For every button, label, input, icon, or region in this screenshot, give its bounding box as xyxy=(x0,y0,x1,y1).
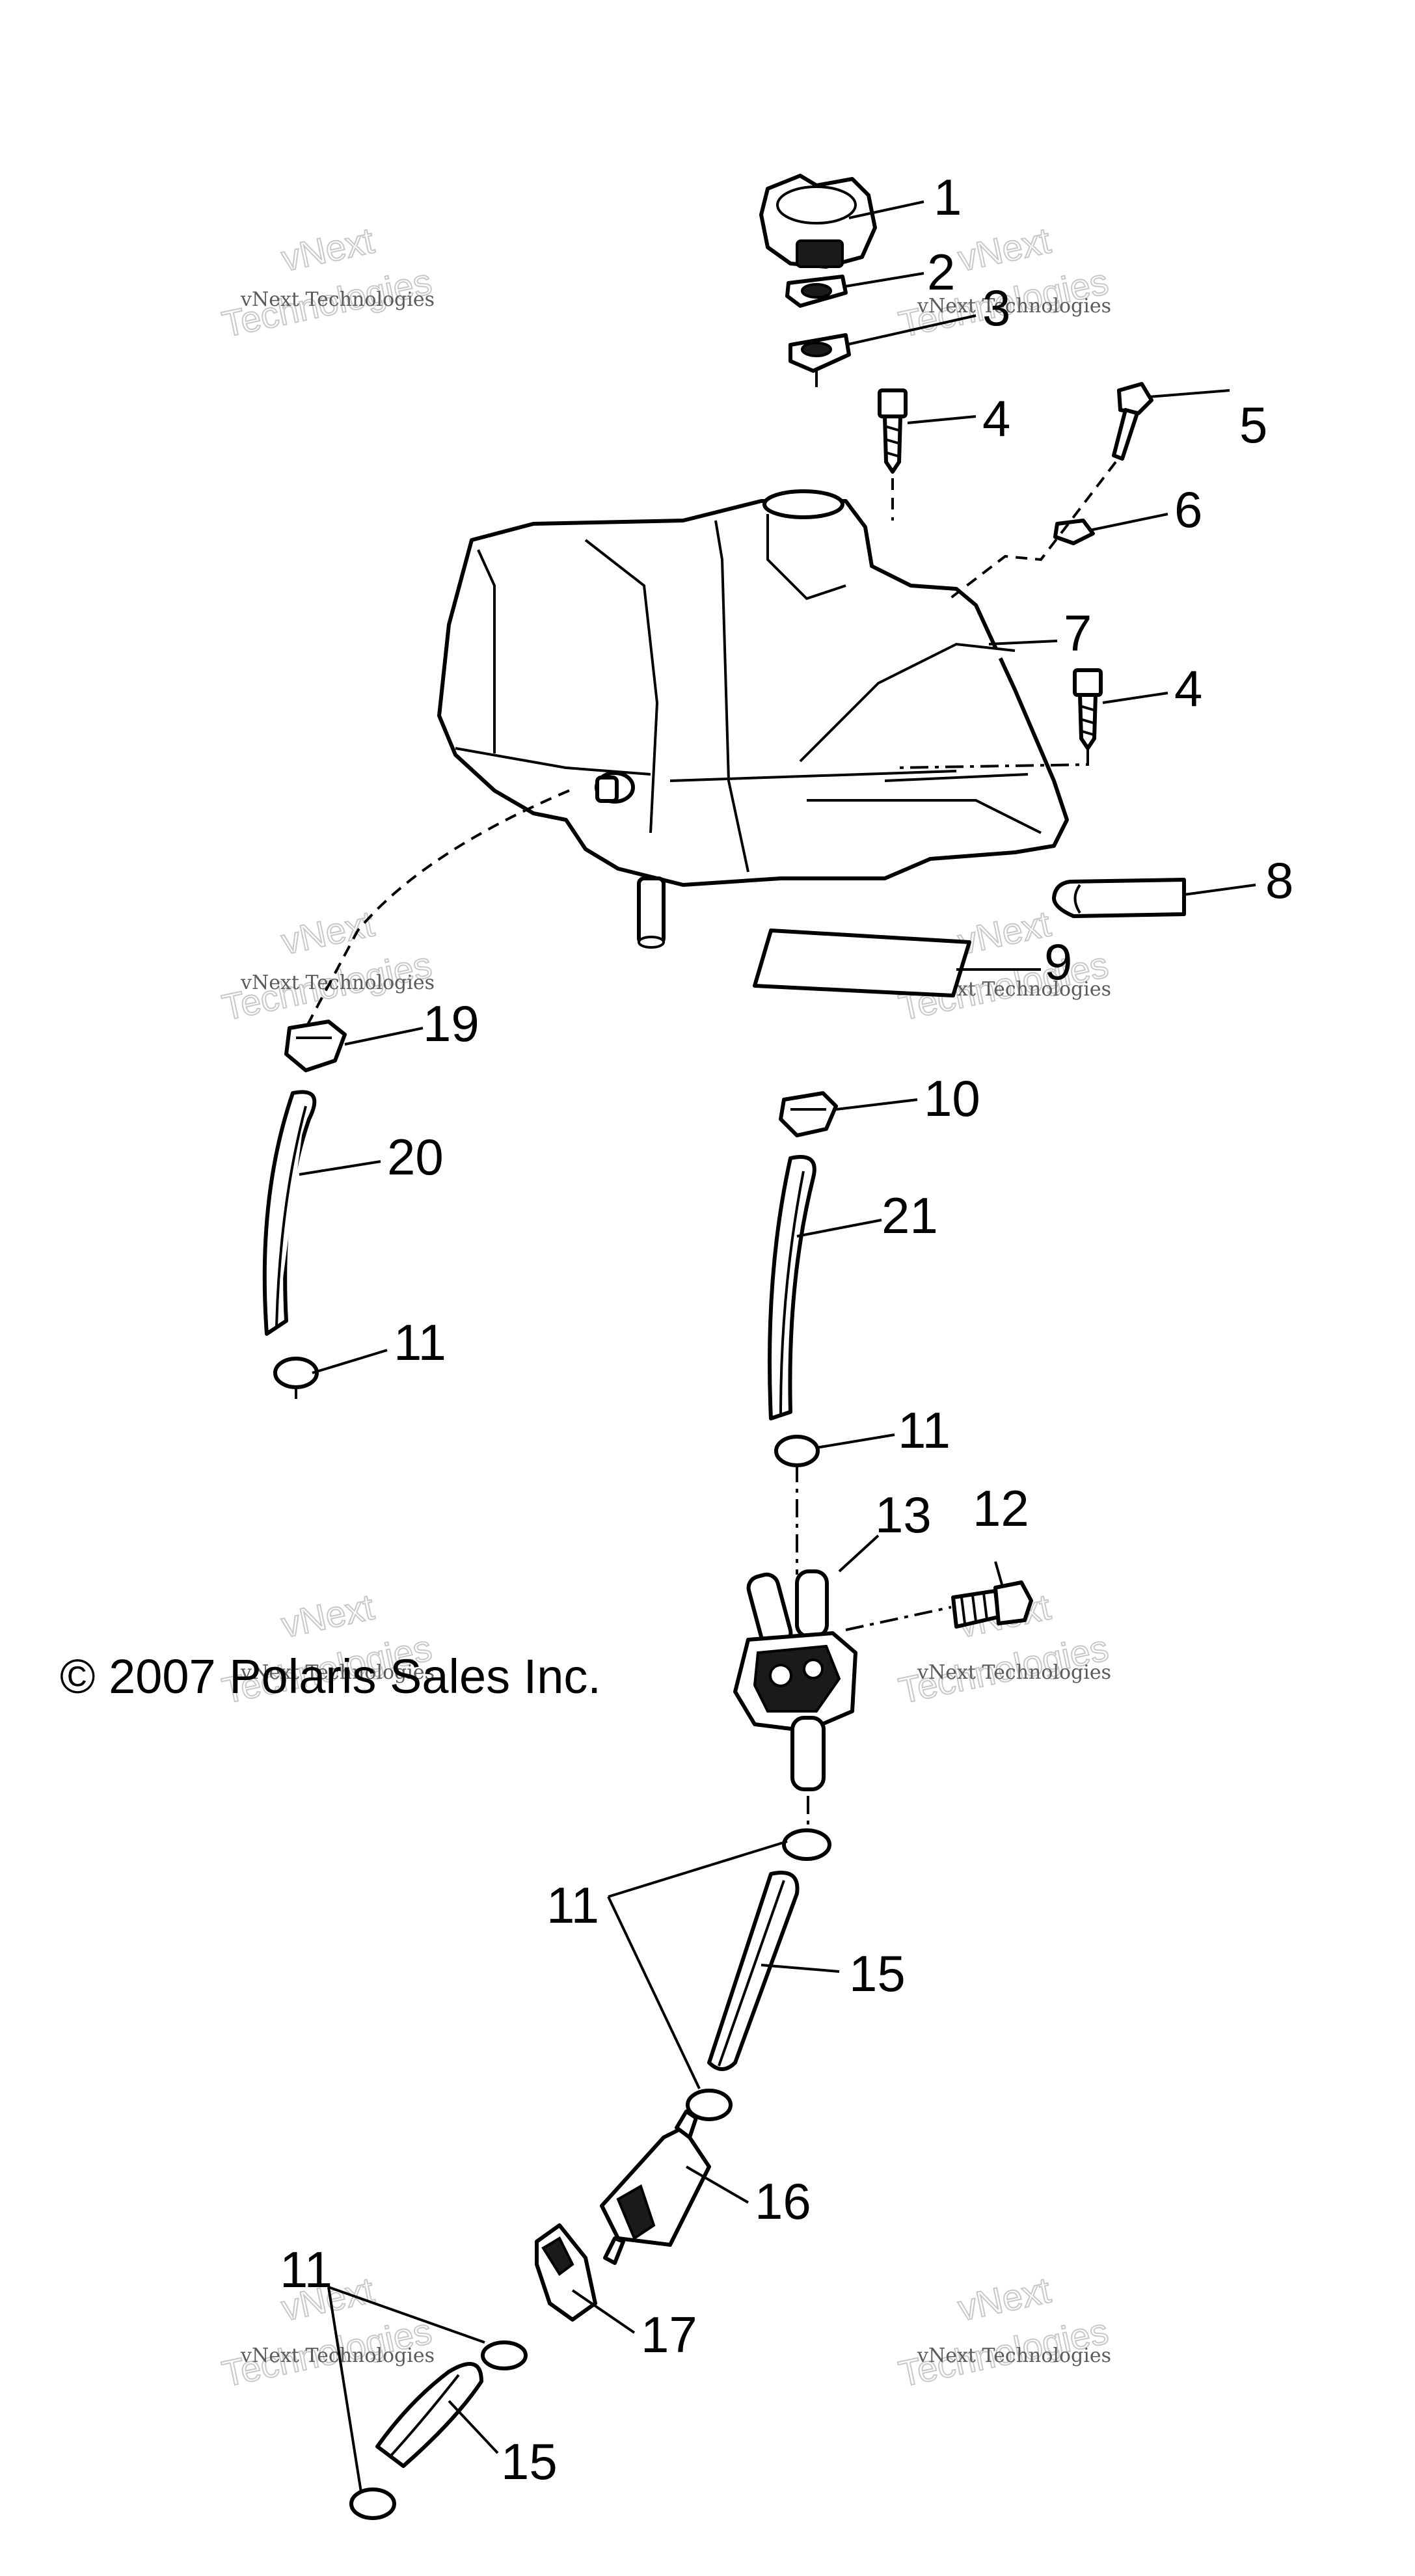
tank-pad xyxy=(1052,878,1186,918)
watermark-text: vNext Technologies xyxy=(240,971,435,994)
hose-clamp-10 xyxy=(779,1091,838,1137)
callout-11-d: 11 xyxy=(280,2241,332,2298)
callout-5: 5 xyxy=(1239,396,1267,454)
hose-clamp-19 xyxy=(284,1020,347,1072)
grommet xyxy=(1053,519,1095,545)
callout-4-lower: 4 xyxy=(1174,660,1202,717)
copyright-notice: © 2007 Polaris Sales Inc. xyxy=(60,1649,601,1703)
watermark-big-a: vNext xyxy=(278,219,378,278)
callout-21: 21 xyxy=(882,1187,938,1244)
callout-2: 2 xyxy=(927,243,955,301)
watermark-text: vNext Technologies xyxy=(917,2344,1111,2367)
callout-3: 3 xyxy=(982,279,1010,336)
watermark-1: vNext Technologies xyxy=(218,219,436,346)
watermark-text: vNext Technologies xyxy=(240,288,435,311)
callout-11-a: 11 xyxy=(394,1314,446,1371)
callout-11-b: 11 xyxy=(898,1402,950,1459)
watermark-big-a: vNext xyxy=(278,1586,378,1645)
watermark-text: vNext Technologies xyxy=(240,1661,435,1684)
callout-7: 7 xyxy=(1064,604,1092,662)
callout-4-upper: 4 xyxy=(982,390,1010,447)
callout-8: 8 xyxy=(1265,852,1293,909)
bolt-lower xyxy=(1073,668,1103,750)
watermark-text: vNext Technologies xyxy=(917,295,1111,318)
clamp-11-a xyxy=(273,1357,319,1399)
callout-11-c: 11 xyxy=(546,1877,599,1934)
clamp-11-f xyxy=(349,2488,396,2520)
callout-labels: 1 2 3 4 5 6 7 4 8 9 19 10 20 21 11 11 12… xyxy=(280,169,1293,2490)
callout-17: 17 xyxy=(641,2306,697,2363)
watermark-8: vNext Technologies xyxy=(895,2268,1112,2395)
watermark-big-a: vNext xyxy=(954,902,1055,962)
clamp-11-d xyxy=(686,2089,733,2121)
callout-12: 12 xyxy=(973,1480,1029,1537)
callout-20: 20 xyxy=(387,1128,444,1186)
cap-gasket xyxy=(785,275,848,308)
screw-12 xyxy=(951,1580,1033,1629)
callout-13: 13 xyxy=(875,1486,932,1543)
watermark-big-a: vNext xyxy=(278,902,378,962)
hose-15-upper xyxy=(707,1871,800,2071)
fuel-tank xyxy=(437,489,1069,949)
callout-10: 10 xyxy=(924,1070,980,1127)
clamp-11-e xyxy=(481,2340,528,2370)
watermark-text: vNext Technologies xyxy=(917,1661,1111,1684)
callout-9: 9 xyxy=(1044,933,1072,990)
bolt-right xyxy=(1112,382,1153,461)
callout-1: 1 xyxy=(934,169,962,226)
watermark-big-a: vNext xyxy=(954,219,1055,278)
fuel-valve xyxy=(733,1569,857,1791)
cap-washer xyxy=(788,333,851,387)
hose-15-lower xyxy=(375,2362,483,2468)
leader-lines xyxy=(299,200,1256,2493)
clamp-11-c xyxy=(782,1828,831,1861)
callout-16: 16 xyxy=(755,2173,811,2230)
callout-15-lower: 15 xyxy=(501,2433,558,2490)
callout-15-upper: 15 xyxy=(849,1945,906,2002)
fuel-cap xyxy=(759,174,877,269)
bolt-upper xyxy=(878,388,908,474)
callout-19: 19 xyxy=(423,995,479,1052)
fuel-filter xyxy=(600,2109,711,2265)
hose-clip xyxy=(535,2223,597,2322)
watermark-3: vNext Technologies xyxy=(218,902,436,1029)
watermark-big-a: vNext xyxy=(954,2269,1055,2328)
hose-21 xyxy=(768,1155,816,1420)
decal xyxy=(753,929,971,997)
hose-20 xyxy=(262,1090,317,1336)
callout-6: 6 xyxy=(1174,481,1202,538)
clamp-11-b xyxy=(774,1435,820,1467)
